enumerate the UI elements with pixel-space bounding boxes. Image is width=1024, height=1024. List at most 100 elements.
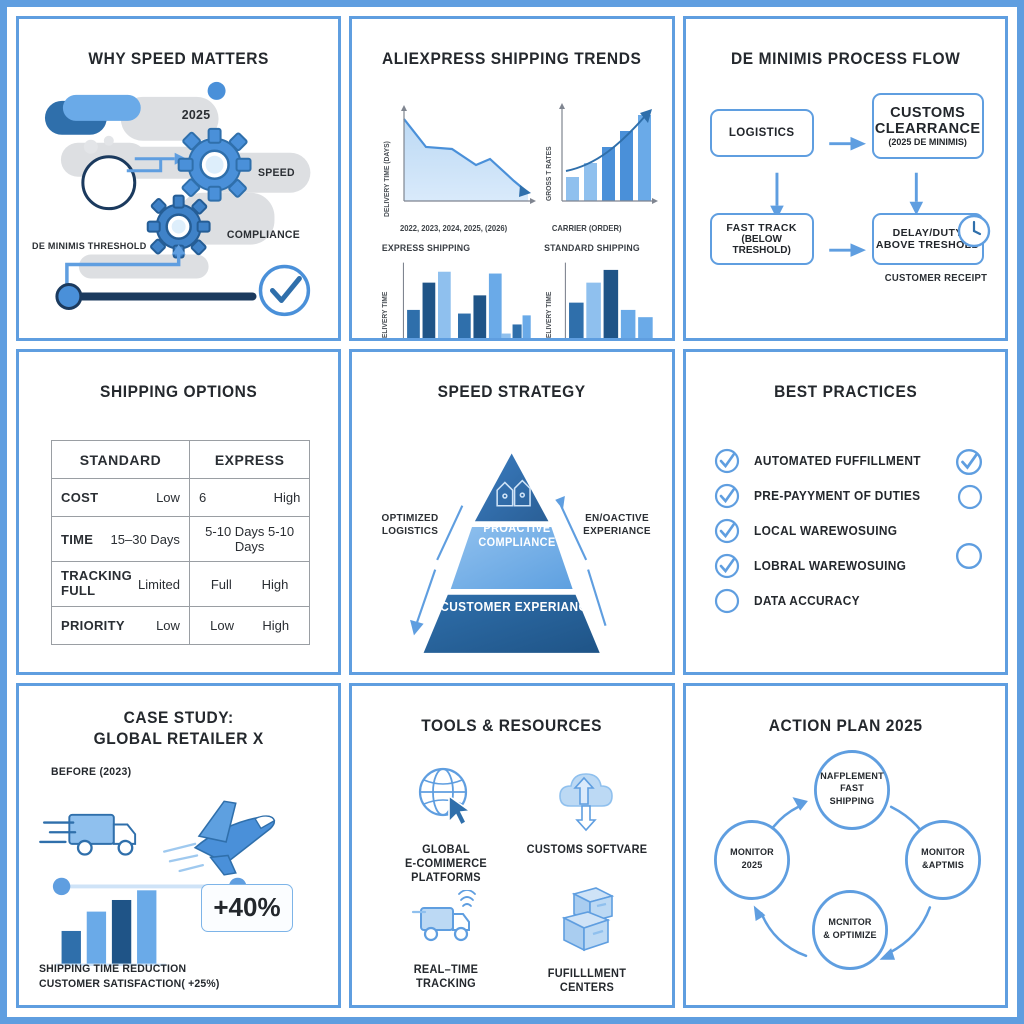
label-speed: SPEED bbox=[257, 167, 295, 179]
speed-gear-icon bbox=[177, 127, 252, 202]
list-item-label: DATA ACCURACY bbox=[753, 594, 860, 609]
chart-delivery-xticks: 2022, 2023, 2024, 2025, (2026) bbox=[400, 223, 508, 233]
cycle-step-top[interactable]: NAFPLEMENT FAST SHIPPING bbox=[813, 749, 890, 830]
before-label: BEFORE (2023) bbox=[51, 765, 132, 778]
case-study-body: BEFORE (2023) bbox=[19, 754, 338, 1005]
chart-standard-shipping bbox=[565, 262, 654, 339]
table-row: COST Low 6 High bbox=[51, 478, 311, 518]
chart-delivery-ylabel: DELIVERY TIME (DAYS) bbox=[382, 141, 392, 217]
flow-box-customs-clearance[interactable]: CUSTOMS CLEARRANCE (2025 DE MINIMIS) bbox=[871, 93, 984, 159]
tool-item-real-time-tracking[interactable]: REAL–TIME TRACKING bbox=[386, 888, 506, 991]
list-item[interactable]: DATA ACCURACY bbox=[714, 588, 865, 614]
row-priority-standard-value: Low bbox=[156, 618, 180, 634]
table-header-row: STANDARD EXPRESS bbox=[51, 440, 311, 480]
year-badge: 2025 bbox=[181, 107, 211, 122]
tool-caption: CUSTOMS SOFTVARE bbox=[526, 843, 648, 856]
panel-tools-resources: TOOLS & RESOURCES GLOBAL E-COMIMERCE PLA… bbox=[349, 682, 675, 1008]
pyramid-tier-top bbox=[475, 453, 549, 522]
flow-arrows bbox=[769, 136, 923, 257]
panel-de-minimis-process-flow: DE MINIMIS PROCESS FLOW LOGISTICS CUSTOM… bbox=[682, 16, 1008, 342]
chart-standard-ylabel: DELIVERY TIME bbox=[544, 291, 554, 342]
row-priority-express: Low High bbox=[188, 606, 311, 646]
best-practices-list: AUTOMATED FUFFILLMENT PRE-PAYYMENT OF DU… bbox=[686, 404, 1005, 671]
trend-charts: DELIVERY TIME (DAYS) 2022, 2023, 2024, 2… bbox=[352, 71, 671, 339]
header-standard: STANDARD bbox=[51, 440, 190, 480]
row-key-cost: COST bbox=[61, 490, 99, 506]
list-item[interactable]: LOBRAL WAREWOSUING bbox=[714, 553, 914, 579]
case-study-illustration bbox=[39, 800, 276, 966]
timeline-bar bbox=[66, 292, 257, 301]
chart-delivery-time bbox=[401, 105, 537, 204]
timeline-knob bbox=[55, 282, 83, 310]
check-circle-icon[interactable] bbox=[714, 448, 740, 474]
row-tracking-express-a: Full bbox=[210, 576, 232, 592]
progress-knob-left[interactable] bbox=[52, 877, 71, 895]
speed-strategy-pyramid: PROACTIVE COMPLIANCE CUSTOMER EXPERIANCE… bbox=[352, 404, 671, 671]
list-item-label: LOBRAL WAREWOSUING bbox=[753, 559, 906, 574]
tool-item-fulfillment-centers[interactable]: FUFILLLMENT CENTERS bbox=[522, 886, 652, 995]
cycle-step-left[interactable]: MONITOR 2025 bbox=[713, 819, 790, 900]
growth-bars bbox=[566, 115, 652, 201]
row-tracking-standard-value: Limited bbox=[138, 576, 180, 592]
panel-title: ACTION PLAN 2025 bbox=[768, 716, 923, 735]
row-time-standard: TIME 15–30 Days bbox=[51, 516, 190, 563]
improvement-badge: +40% bbox=[201, 883, 293, 932]
table-row: TRACKING FULL Limited Full High bbox=[51, 561, 311, 608]
flow-box-logistics[interactable]: LOGISTICS bbox=[709, 109, 814, 157]
why-speed-svg bbox=[44, 81, 311, 317]
empty-circle-icon[interactable] bbox=[714, 588, 740, 614]
row-priority-express-b: High bbox=[262, 618, 290, 634]
panel-case-study: CASE STUDY: GLOBAL RETAILER X BEFORE (20… bbox=[16, 682, 342, 1008]
side-empty-circle-icon[interactable] bbox=[957, 484, 983, 510]
panel-grid: WHY SPEED MATTERS bbox=[16, 16, 1008, 1008]
cycle-step-bottom[interactable]: MCNITOR & OPTIMIZE bbox=[811, 889, 888, 970]
list-item[interactable]: LOCAL WAREWOSUING bbox=[714, 518, 905, 544]
panel-title: WHY SPEED MATTERS bbox=[88, 50, 269, 68]
panel-aliexpress-shipping-trends: ALIEXPRESS SHIPPING TRENDS DELIVERY TIME… bbox=[349, 16, 675, 342]
tool-item-global-platforms[interactable]: GLOBAL E-COMIMERCE PLATFORMS bbox=[386, 762, 506, 885]
row-tracking-express: Full High bbox=[188, 561, 311, 608]
panel-title: BEST PRACTICES bbox=[773, 383, 917, 402]
header-express: EXPRESS bbox=[188, 440, 311, 480]
case-study-footnote: SHIPPING TIME REDUCTION CUSTOMER SATISFA… bbox=[39, 962, 220, 991]
chart-express-title: EXPRESS SHIPPING bbox=[382, 243, 471, 254]
express-bars bbox=[407, 271, 532, 339]
panel-shipping-options: SHIPPING OPTIONS STANDARD EXPRESS COST L… bbox=[16, 349, 342, 675]
threshold-ring-icon bbox=[81, 155, 137, 211]
cloud-sync-icon bbox=[559, 772, 614, 831]
panel-title: SHIPPING OPTIONS bbox=[100, 383, 258, 402]
list-item[interactable]: AUTOMATED FUFFILLMENT bbox=[714, 448, 930, 474]
list-item[interactable]: PRE-PAYYMENT OF DUTIES bbox=[714, 483, 929, 509]
row-key-priority: PRIORITY bbox=[61, 618, 125, 634]
panel-best-practices: BEST PRACTICES AUTOMATED FUFFILLMENT PRE… bbox=[682, 349, 1008, 675]
warehouse-icon bbox=[496, 479, 532, 507]
side-empty-circle-icon[interactable] bbox=[955, 542, 983, 570]
panel-title: TOOLS & RESOURCES bbox=[421, 716, 603, 735]
flow-box-fast-track[interactable]: FAST TRACK (BELOW TRESHOLD) bbox=[709, 213, 814, 265]
row-priority-standard: PRIORITY Low bbox=[51, 606, 190, 646]
shipping-options-body: STANDARD EXPRESS COST Low 6 High bbox=[19, 404, 338, 671]
check-circle-icon[interactable] bbox=[714, 518, 740, 544]
panel-title: CASE STUDY: GLOBAL RETAILER X bbox=[93, 708, 264, 748]
standard-bars bbox=[569, 269, 654, 339]
side-check-circle-icon[interactable] bbox=[955, 448, 983, 476]
table-row: TIME 15–30 Days 5-10 Days 5-10 Days bbox=[51, 516, 311, 563]
fast-track-line-1: FAST TRACK bbox=[726, 222, 797, 234]
customs-line-2: CLEARRANCE bbox=[874, 121, 981, 137]
pyramid-tier-middle bbox=[451, 527, 573, 590]
flow-box-logistics-label: LOGISTICS bbox=[728, 127, 795, 139]
delay-duty-line-1: DELAY/DUTY bbox=[892, 227, 963, 239]
cycle-step-right[interactable]: MONITOR &APTMIS bbox=[905, 819, 981, 900]
check-circle-icon[interactable] bbox=[714, 483, 740, 509]
label-de-minimis-threshold: DE MINIMIS THRESHOLD bbox=[32, 241, 147, 252]
row-cost-express-a: 6 bbox=[198, 490, 207, 506]
tool-item-customs-software[interactable]: CUSTOMS SOFTVARE bbox=[522, 762, 652, 857]
pyramid-label-bottom: CUSTOMER EXPERIANCE bbox=[440, 600, 597, 615]
row-cost-standard-value: Low bbox=[156, 490, 180, 506]
row-cost-express-b: High bbox=[273, 490, 301, 506]
tools-grid: GLOBAL E-COMIMERCE PLATFORMS CUSTOMS SOF… bbox=[352, 738, 671, 1005]
row-time-express-b: 5-10 Days bbox=[234, 524, 295, 555]
panel-why-speed-matters: WHY SPEED MATTERS bbox=[16, 16, 342, 342]
check-circle-icon[interactable] bbox=[714, 553, 740, 579]
